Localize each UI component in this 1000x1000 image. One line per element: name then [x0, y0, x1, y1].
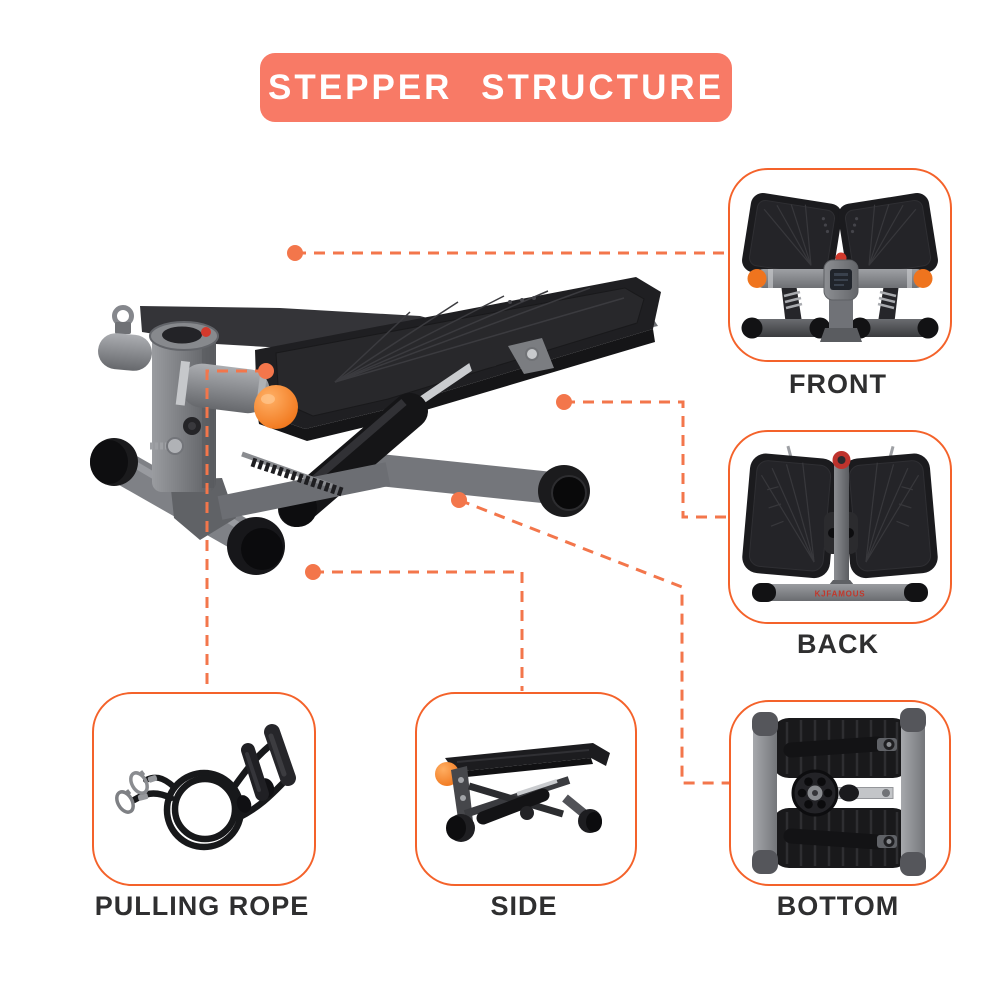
bracket-bolt — [525, 347, 539, 361]
page-title: STEPPER STRUCTURE — [268, 67, 724, 107]
stepper-back-view-icon: KJFAMOUS — [742, 445, 938, 602]
pulling-rope-icon — [115, 724, 296, 851]
title-banner: STEPPER STRUCTURE — [260, 53, 732, 122]
callout-side — [415, 692, 637, 886]
stepper-front-view-icon — [741, 193, 939, 342]
coil-spring — [250, 457, 344, 497]
callout-bottom — [729, 700, 951, 886]
stepper-bottom-view-icon — [752, 708, 926, 876]
hex-bolt — [166, 437, 184, 455]
callout-rope — [92, 692, 316, 886]
orange-end-ball — [254, 385, 298, 429]
callout-front — [728, 168, 952, 362]
cross-tube — [217, 462, 391, 520]
main-pedal — [255, 277, 661, 441]
back-label: BACK — [797, 629, 879, 659]
ball-highlight — [261, 394, 275, 404]
side-label: SIDE — [490, 891, 558, 921]
red-button — [201, 327, 211, 337]
rear-leg-tube — [364, 454, 590, 517]
bottom-label: BOTTOM — [776, 891, 900, 921]
front-label: FRONT — [789, 369, 887, 399]
rope-eyelet — [112, 305, 134, 334]
left-handle-tube — [98, 333, 152, 371]
stepper-main-photo — [90, 277, 661, 575]
stepper-side-view-icon — [435, 743, 610, 842]
lock-knob-center — [188, 422, 196, 430]
rope-label: PULLING ROPE — [94, 891, 310, 921]
callout-back: KJFAMOUS — [728, 430, 952, 624]
brand-text: KJFAMOUS — [815, 590, 866, 599]
rod-clevis — [464, 342, 496, 371]
